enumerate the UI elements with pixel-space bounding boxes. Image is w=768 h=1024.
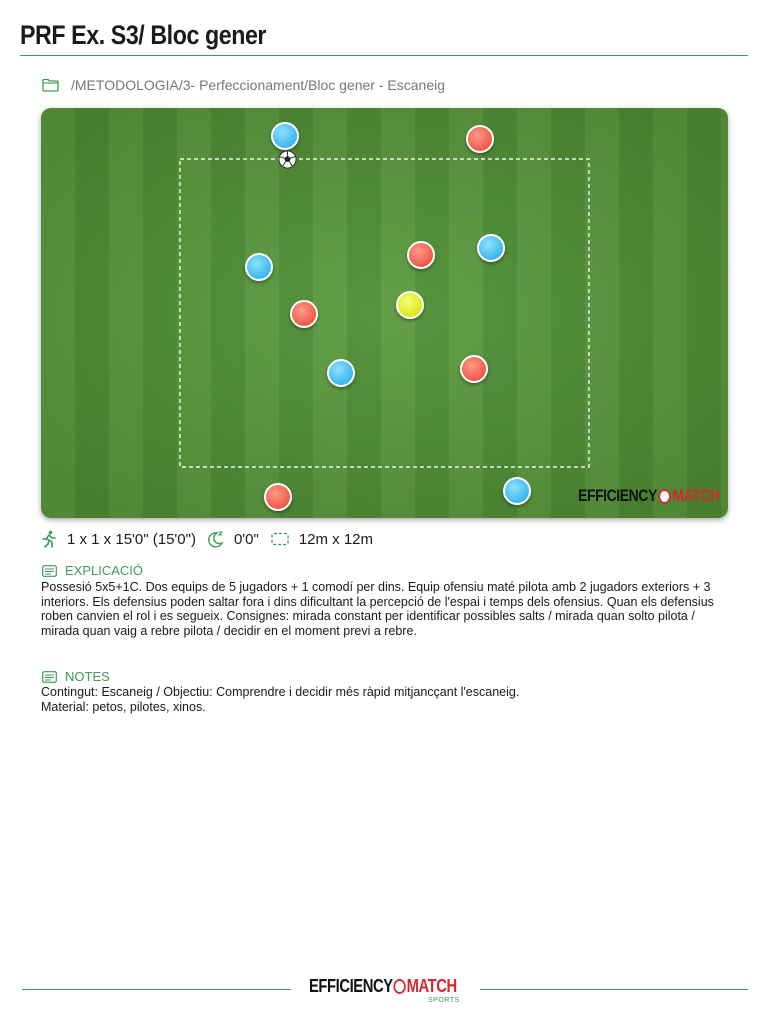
footer-divider-left xyxy=(22,989,291,990)
runner-icon xyxy=(42,530,56,548)
training-area-lines xyxy=(179,158,590,468)
logo-ball-icon xyxy=(658,488,672,504)
rest-item: 0'0" xyxy=(207,530,259,548)
player-token-red[interactable] xyxy=(466,125,494,153)
duration-value: 1 x 1 x 15'0" (15'0") xyxy=(67,530,196,548)
space-value: 12m x 12m xyxy=(298,530,374,548)
exercise-meta: 1 x 1 x 15'0" (15'0") 0'0" 12m x 12m xyxy=(41,530,373,548)
ball-icon[interactable] xyxy=(278,150,297,169)
player-token-blue[interactable] xyxy=(503,477,531,505)
player-token-red[interactable] xyxy=(290,300,318,328)
space-item: 12m x 12m xyxy=(271,531,373,548)
player-token-yellow[interactable] xyxy=(396,291,424,319)
player-token-blue[interactable] xyxy=(245,253,273,281)
logo-ball-icon xyxy=(393,979,406,994)
player-token-red[interactable] xyxy=(407,241,435,269)
page-title: PRF Ex. S3/ Bloc gener xyxy=(20,20,267,50)
explicacio-text: Possesió 5x5+1C. Dos equips de 5 jugador… xyxy=(41,580,714,638)
player-token-red[interactable] xyxy=(264,483,292,511)
footer-divider-right xyxy=(480,989,748,990)
area-icon xyxy=(271,532,289,546)
text-block-icon xyxy=(42,564,57,577)
rest-value: 0'0" xyxy=(233,530,259,548)
exercise-diagram: EFFICIENCY MATCH xyxy=(41,108,728,518)
notes-line: Contingut: Escaneig / Objectiu: Comprend… xyxy=(41,685,520,699)
field-watermark-logo: EFFICIENCY MATCH xyxy=(578,486,720,505)
footer-logo: EFFICIENCY MATCH xyxy=(309,976,457,996)
breadcrumb-path: /METODOLOGIA/3- Perfeccionament/Bloc gen… xyxy=(71,77,446,93)
folder-icon xyxy=(42,78,59,92)
breadcrumb[interactable]: /METODOLOGIA/3- Perfeccionament/Bloc gen… xyxy=(42,77,445,93)
player-token-blue[interactable] xyxy=(477,234,505,262)
duration-item: 1 x 1 x 15'0" (15'0") xyxy=(41,530,196,548)
player-token-red[interactable] xyxy=(460,355,488,383)
title-divider xyxy=(20,55,748,56)
notes-heading: NOTES xyxy=(42,669,110,684)
notes-line: Material: petos, pilotes, xinos. xyxy=(41,699,206,714)
footer-logo-sub: SPORTS xyxy=(428,997,460,1004)
text-block-icon xyxy=(42,670,57,683)
player-token-blue[interactable] xyxy=(271,122,299,150)
notes-text: Contingut: Escaneig / Objectiu: Comprend… xyxy=(41,685,731,714)
explicacio-heading: EXPLICACIÓ xyxy=(42,563,143,578)
player-token-blue[interactable] xyxy=(327,359,355,387)
rest-moon-icon xyxy=(207,531,224,548)
